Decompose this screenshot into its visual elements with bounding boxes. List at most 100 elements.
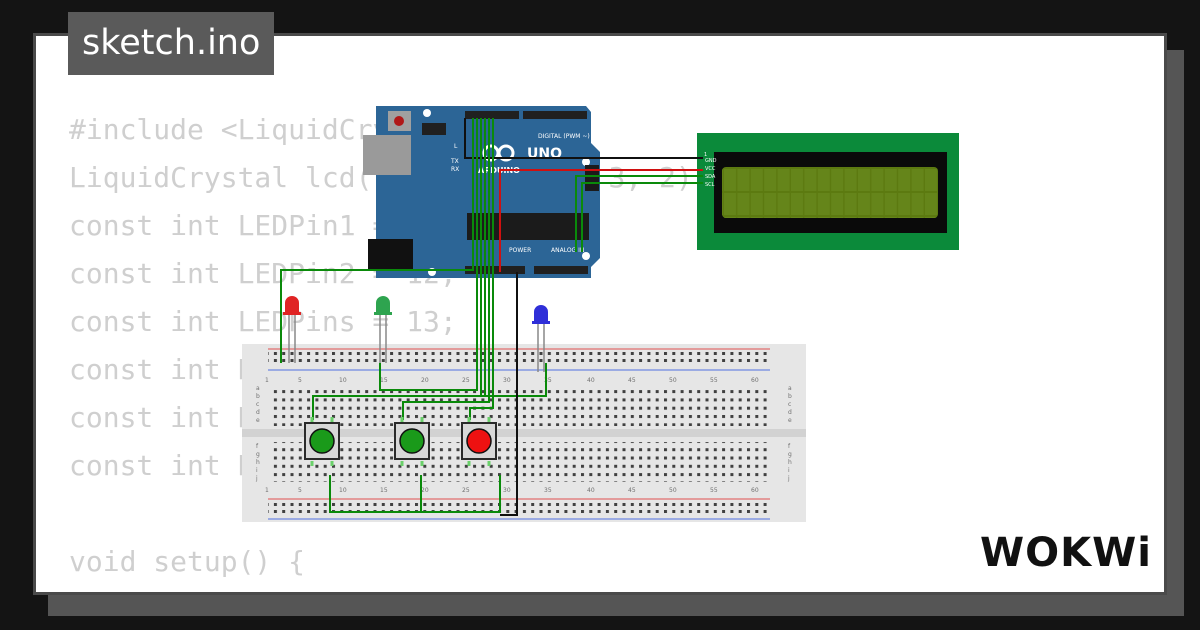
led-blue[interactable] [532,305,550,372]
column-number: 55 [710,377,718,384]
mount-hole [582,252,590,260]
lcd-pin-label: SCL [705,182,715,188]
column-number: 5 [298,377,302,384]
push-buttons [304,417,497,466]
column-number: 30 [503,487,511,494]
digital-header [465,111,519,119]
column-number: 60 [751,377,759,384]
button-leg [330,417,334,422]
button-cap [466,428,492,454]
row-letter: j [787,475,790,482]
leds [283,296,550,372]
wire-button-gnd [329,475,501,513]
column-number: 45 [628,487,636,494]
digital-label: DIGITAL (PWM ~) [538,133,590,140]
column-number: 35 [544,487,552,494]
column-number: 15 [380,487,388,494]
column-number: 50 [669,377,677,384]
power-label: POWER [509,247,531,254]
button-leg [400,461,404,466]
row-letter: g [788,451,792,458]
row-letter: f [256,443,259,450]
column-number: 55 [710,487,718,494]
wokwi-logo: WOKWi [980,530,1150,576]
row-letter: b [256,393,260,400]
button-cap [399,428,425,454]
led-rim [374,312,392,315]
wire-button-2 [402,118,490,420]
icsp-header-2 [585,165,599,191]
mount-hole [423,109,431,117]
row-letter: a [788,385,792,392]
column-number: 25 [462,377,470,384]
wire-sda-lcd [575,175,703,252]
push-button-2[interactable] [394,417,430,466]
row-letter: c [256,401,259,408]
analog-header [534,266,588,274]
terminal-holes-top [272,386,768,426]
row-letter: g [256,451,260,458]
column-number: 15 [380,377,388,384]
row-letter: j [255,475,258,482]
analog-label: ANALOG IN [551,247,584,254]
column-number: 25 [462,487,470,494]
reset-button-cap [394,116,404,126]
column-number: 50 [669,487,677,494]
led-red[interactable] [283,296,301,363]
power-header [465,266,525,274]
column-number: 20 [421,487,429,494]
button-cap [309,428,335,454]
row-letter: i [788,467,790,474]
wire-led-red [280,118,474,363]
atmega-chip [467,213,589,240]
digital-header [523,111,587,119]
row-letter: h [788,459,792,466]
led-rim [283,312,301,315]
column-number: 10 [339,487,347,494]
column-number: 20 [421,377,429,384]
button-leg [310,417,314,422]
button-leg [487,417,491,422]
push-button-1[interactable] [304,417,340,466]
lcd-pin-label: VCC [705,166,716,172]
led-body [285,296,299,313]
code-line: void setup() { [69,545,306,578]
power-jack [368,239,413,270]
column-number: 35 [544,377,552,384]
button-leg [420,461,424,466]
wires [280,118,703,516]
led-label: TX [450,158,459,165]
file-title-tab: sketch.ino [68,12,275,75]
column-number: 60 [751,487,759,494]
button-leg [400,417,404,422]
column-number: 40 [587,487,595,494]
row-letter: b [788,393,792,400]
breadboard-center-channel [242,429,806,437]
led-green[interactable] [374,296,392,363]
lcd-cells [722,167,938,218]
row-letter: h [256,459,260,466]
lcd-module: 1 GND VCC SDA SCL [697,133,959,250]
usb-port [363,135,411,175]
wire-scl-lcd [581,182,703,252]
row-letter: d [256,409,260,416]
column-number: 40 [587,377,595,384]
icsp-header [422,123,446,135]
led-label: RX [451,166,459,173]
wire-gnd-buttons [500,272,518,516]
lcd-pin-label: GND [705,158,717,164]
led-body [376,296,390,313]
button-leg [487,461,491,466]
push-button-3[interactable] [461,417,497,466]
button-leg [330,461,334,466]
row-letter: c [788,401,791,408]
wire-led-green [379,118,478,391]
led-label: L [454,143,458,150]
button-leg [467,461,471,466]
button-leg [310,461,314,466]
uno-logo: UNO [527,146,562,162]
column-number: 10 [339,377,347,384]
